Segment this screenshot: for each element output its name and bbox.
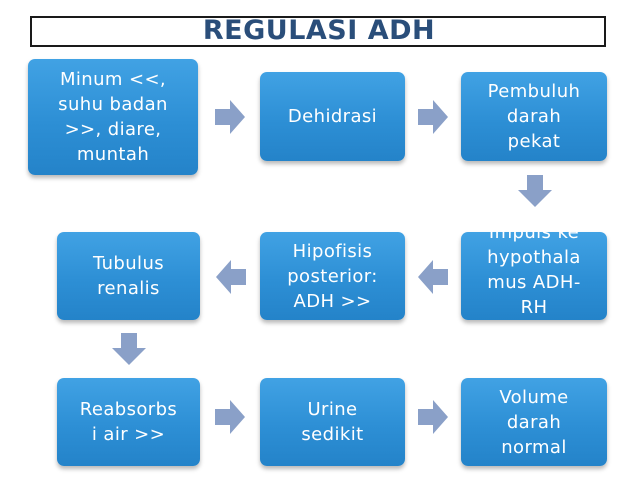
node-minum-label: Minum <<, suhu badan >>, diare, muntah: [58, 69, 168, 165]
node-hipofisis: Hipofisis posterior: ADH >>: [260, 232, 405, 320]
arrow-right-icon: [215, 100, 245, 134]
arrow-left-icon: [216, 260, 246, 294]
arrow-down-icon: [518, 175, 552, 207]
diagram-title: REGULASI ADH: [202, 15, 436, 46]
node-tubulus-renalis-label: Tubulus renalis: [92, 253, 165, 299]
node-minum: Minum <<, suhu badan >>, diare, muntah: [28, 59, 198, 175]
node-pembuluh-darah: Pembuluh darah pekat: [461, 72, 607, 161]
node-reabsorbsi-air: Reabsorbs i air >>: [57, 378, 200, 466]
arrow-right-icon: [215, 400, 245, 434]
title-frame: [30, 16, 606, 47]
node-volume-darah: Volume darah normal: [461, 378, 607, 466]
node-dehidrasi: Dehidrasi: [260, 72, 405, 161]
node-tubulus-renalis: Tubulus renalis: [57, 232, 200, 320]
node-impuls-hypothalamus: Impuls ke hypothala mus ADH- RH: [461, 222, 607, 320]
node-urine-sedikit: Urine sedikit: [260, 378, 405, 466]
arrow-right-icon: [418, 100, 448, 134]
node-volume-darah-label: Volume darah normal: [499, 386, 569, 458]
node-dehidrasi-label: Dehidrasi: [287, 106, 378, 127]
arrow-left-icon: [418, 260, 448, 294]
node-pembuluh-darah-label: Pembuluh darah pekat: [487, 81, 581, 152]
node-urine-sedikit-label: Urine sedikit: [301, 399, 364, 445]
arrow-right-icon: [418, 400, 448, 434]
node-hipofisis-label: Hipofisis posterior: ADH >>: [287, 240, 378, 312]
node-reabsorbsi-air-label: Reabsorbs i air >>: [79, 399, 178, 445]
node-impuls-hypothalamus-label: Impuls ke hypothala mus ADH- RH: [487, 222, 581, 318]
arrow-down-icon: [112, 333, 146, 365]
